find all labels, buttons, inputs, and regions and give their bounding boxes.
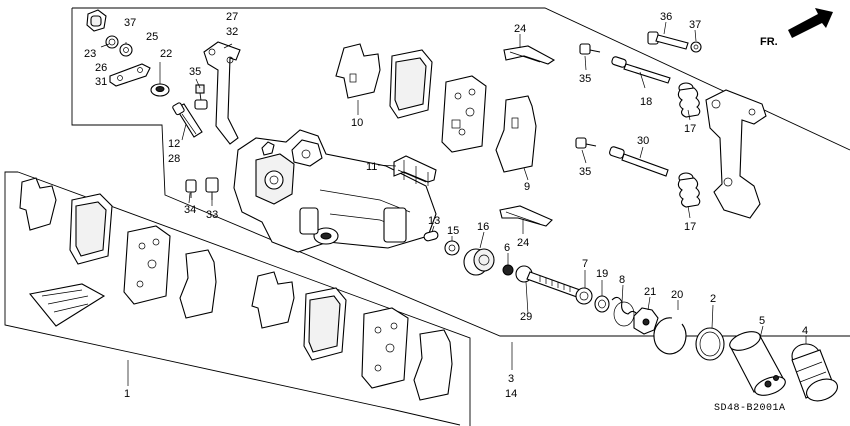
- callout-21: 21: [644, 286, 656, 298]
- callout-22: 22: [160, 48, 172, 60]
- callout-10: 10: [351, 117, 363, 129]
- upper-brake-pads: [335, 43, 537, 173]
- callout-28: 28: [168, 153, 180, 165]
- callout-8: 8: [619, 274, 625, 286]
- callout-20: 20: [671, 289, 683, 301]
- callout-9: 9: [524, 181, 530, 193]
- caliper-body: [233, 129, 437, 253]
- callout-27: 27: [226, 11, 238, 23]
- front-arrow-icon: [788, 8, 833, 38]
- front-direction-indicator: FR.: [760, 8, 833, 48]
- callout-25: 25: [146, 31, 158, 43]
- guide-pins: [575, 31, 702, 177]
- callout-3: 3: [508, 373, 514, 385]
- callout-17-lower: 17: [684, 221, 696, 233]
- callout-17-upper: 17: [684, 123, 696, 135]
- callout-36: 36: [660, 11, 672, 23]
- callout-37-top-right: 37: [689, 19, 701, 31]
- callout-16: 16: [477, 221, 489, 233]
- callout-37-top-left: 37: [124, 17, 136, 29]
- piston-assembly: [423, 230, 838, 402]
- caliper-bracket: [705, 89, 767, 219]
- callout-4: 4: [802, 325, 808, 337]
- callout-7: 7: [582, 258, 588, 270]
- callout-24-bottom: 24: [517, 237, 529, 249]
- callout-23: 23: [84, 48, 96, 60]
- callout-26: 26: [95, 62, 107, 74]
- callout-12: 12: [168, 138, 180, 150]
- mounting-bracket-27-32: [203, 41, 241, 145]
- direction-label: FR.: [760, 36, 778, 48]
- callout-14: 14: [505, 388, 517, 400]
- callout-34: 34: [184, 204, 196, 216]
- diagram-code: SD48-B2001A: [714, 403, 786, 414]
- callout-13: 13: [428, 215, 440, 227]
- callout-15: 15: [447, 225, 459, 237]
- callout-30: 30: [637, 135, 649, 147]
- callout-24-top: 24: [514, 23, 526, 35]
- callout-35-upper: 35: [579, 73, 591, 85]
- callout-19: 19: [596, 268, 608, 280]
- bleeder-and-cap-parts: [86, 9, 208, 138]
- callout-35-lower: 35: [579, 166, 591, 178]
- caliper-bolts-33-34: [185, 177, 219, 200]
- pin-boots-17: [677, 82, 701, 208]
- callout-5: 5: [759, 315, 765, 327]
- callout-33: 33: [206, 209, 218, 221]
- callout-6: 6: [504, 242, 510, 254]
- callout-31: 31: [95, 76, 107, 88]
- callout-29: 29: [520, 311, 532, 323]
- callout-18: 18: [640, 96, 652, 108]
- callout-2: 2: [710, 293, 716, 305]
- callout-32: 32: [226, 26, 238, 38]
- pad-set-1: [19, 177, 453, 401]
- callout-1: 1: [124, 388, 130, 400]
- callout-35-top-left: 35: [189, 66, 201, 78]
- pad-retainer-clips: [393, 45, 556, 227]
- leader-lines: [100, 21, 807, 386]
- callout-11: 11: [366, 161, 377, 173]
- callout-labels: 23 26 31 37 25 22 35 27 32 12 28 34 33 1…: [84, 11, 808, 400]
